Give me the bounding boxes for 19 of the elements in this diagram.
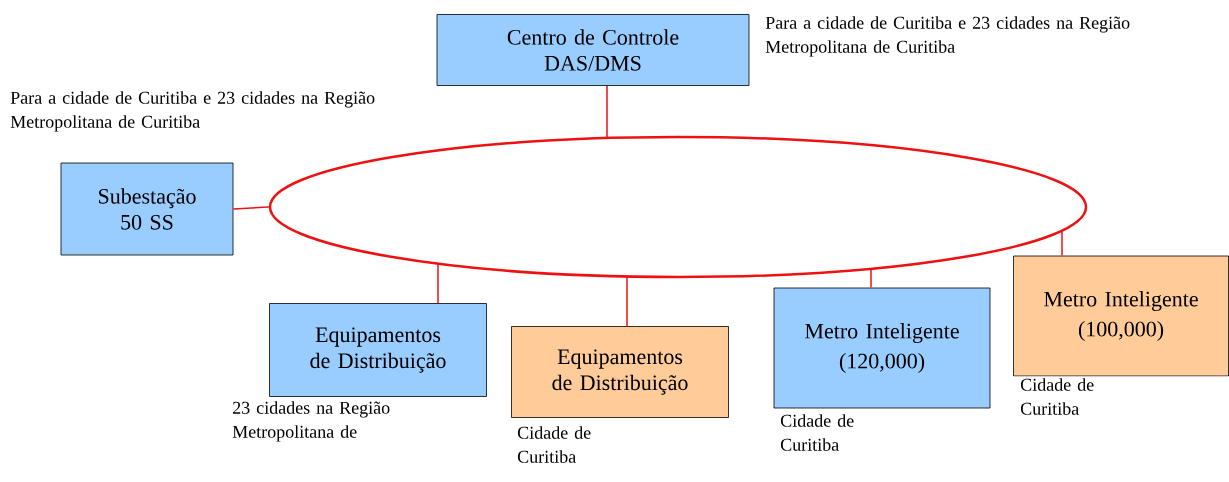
process-box: Metro Inteligente (120,000): [773, 287, 991, 409]
connector-line: [606, 85, 608, 139]
caption-text: 23 cidades na Região Metropolitana de: [232, 401, 390, 442]
connector-line: [1061, 229, 1063, 257]
process-box: Metro Inteligente (100,000): [1013, 255, 1229, 377]
caption-text: Cidade de Curitiba: [517, 426, 591, 463]
ring-ellipse: [268, 135, 1088, 279]
process-box: Equipamentos de Distribuição: [511, 326, 729, 418]
connector-line: [626, 275, 628, 327]
caption-text: Cidade de Curitiba: [780, 414, 854, 451]
caption-text: Cidade de Curitiba: [1020, 378, 1094, 415]
process-box: Equipamentos de Distribuição: [269, 303, 487, 397]
caption-text: Para a cidade de Curitiba e 23 cidades na Região Metropolitana de Curitiba: [765, 16, 1130, 57]
connector-line: [437, 262, 439, 304]
connector-line: [870, 267, 872, 289]
connector-line: [232, 206, 270, 210]
process-box: Centro de Controle DAS/DMS: [436, 14, 750, 86]
process-box: Subestação 50 SS: [60, 162, 234, 256]
note-text: Para a cidade de Curitiba e 23 cidades na Região Metropolitana de Curitiba: [10, 91, 375, 132]
